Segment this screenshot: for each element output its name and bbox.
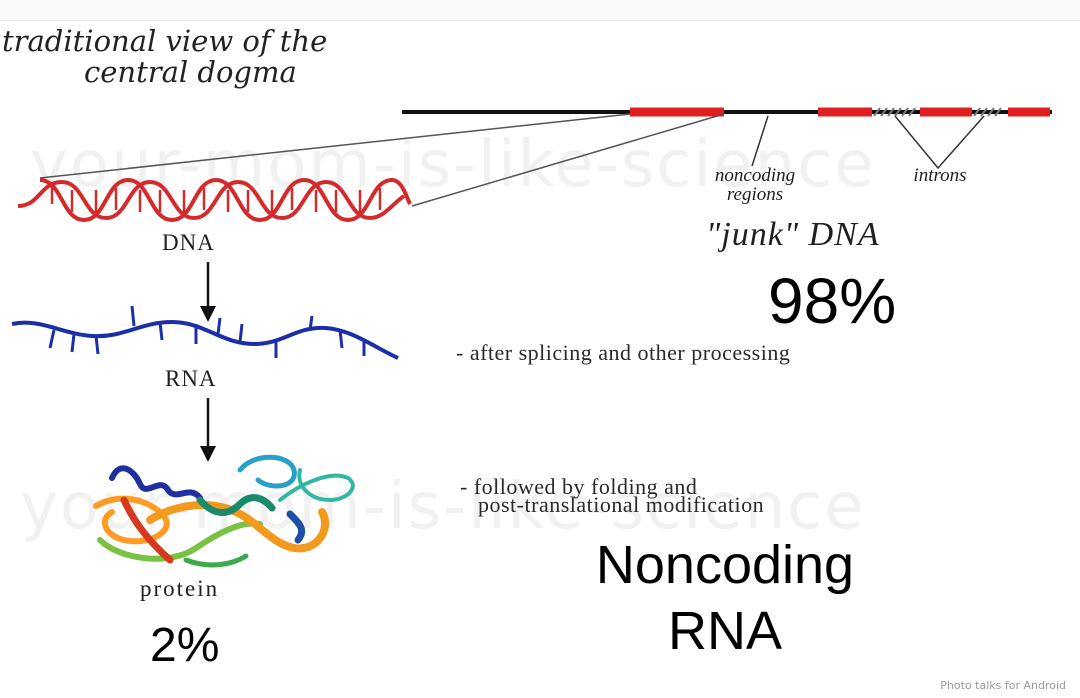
arrow-dna-to-rna xyxy=(200,262,216,322)
arrow-rna-to-protein xyxy=(200,398,216,462)
watermark-top: your-mom-is-like-science xyxy=(30,128,876,202)
intron-hatch-1 xyxy=(873,107,916,117)
noncoding-line-2: regions xyxy=(726,184,784,205)
intron-hatch-2 xyxy=(973,107,1002,117)
zoom-line-right xyxy=(411,113,725,207)
top-strip xyxy=(0,0,1080,21)
diagram-title: traditional view of the central dogma xyxy=(2,26,327,88)
app-credit: Photo talks for Android xyxy=(940,679,1066,692)
zoom-line-left xyxy=(39,113,631,179)
noncoding-rna-caption: Noncoding RNA xyxy=(560,532,890,664)
folding-note-line-2: post-translational modification xyxy=(478,492,765,517)
noncoding-line-1: noncoding xyxy=(714,165,796,186)
noncoding-pointer xyxy=(751,115,769,167)
folding-note: - followed by folding and post-translati… xyxy=(460,474,765,517)
dna-helix xyxy=(17,177,412,223)
introns-label: introns xyxy=(913,165,967,186)
title-line-1: traditional view of the xyxy=(2,24,328,58)
protein-label: protein xyxy=(140,576,220,601)
folding-note-line-1: - followed by folding and xyxy=(460,474,698,499)
noncoding-regions-label: noncoding regions xyxy=(676,166,834,204)
rna-label: RNA xyxy=(165,366,217,391)
junk-percent: 98% xyxy=(768,265,897,337)
protein-structure xyxy=(93,454,355,568)
noncoding-rna-line-1: Noncoding xyxy=(595,535,855,595)
noncoding-rna-line-2: RNA xyxy=(667,601,782,661)
junk-dna-label: "junk" DNA xyxy=(706,216,880,253)
splicing-note: - after splicing and other processing xyxy=(456,340,791,365)
introns-pointer xyxy=(894,115,985,170)
title-line-2: central dogma xyxy=(84,55,297,89)
protein-percent: 2% xyxy=(150,619,220,672)
rna-strand xyxy=(11,305,399,360)
dna-label: DNA xyxy=(162,230,215,255)
